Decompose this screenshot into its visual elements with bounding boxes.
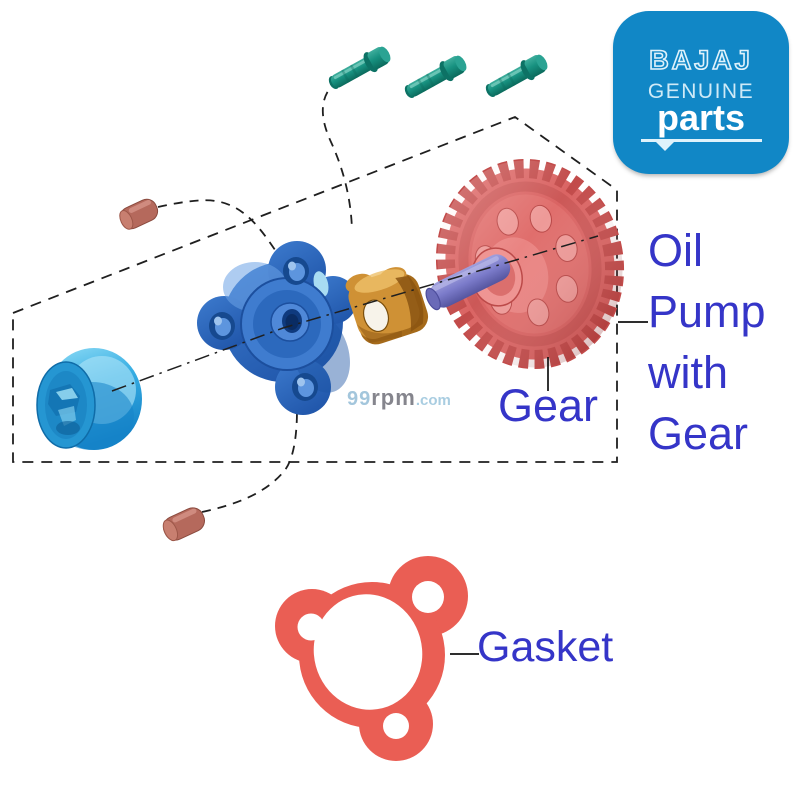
logo-underline bbox=[641, 139, 762, 142]
dowel-pin-bottom bbox=[162, 507, 205, 542]
logo-brand-text: BAJAJ bbox=[648, 44, 753, 76]
watermark-part: rpm bbox=[371, 385, 416, 410]
watermark-part: 99 bbox=[347, 388, 372, 410]
pump-cover-bolt-hole-bottom bbox=[292, 373, 318, 401]
logo-arrow-icon bbox=[655, 141, 675, 151]
watermark-part: .com bbox=[415, 392, 451, 409]
gasket-label: Gasket bbox=[477, 623, 614, 671]
pump-cover-bolt-hole-left bbox=[209, 312, 235, 340]
mounting-screw-2 bbox=[404, 55, 467, 99]
gasket-bolt-hole bbox=[412, 581, 444, 613]
logo-parts-text: parts bbox=[656, 97, 746, 138]
main-part-label: Oil Pump with Gear bbox=[648, 220, 766, 464]
gasket bbox=[275, 556, 468, 761]
watermark: 99rpm.com bbox=[347, 385, 451, 411]
logo-genuine-text: GENUINE bbox=[647, 80, 755, 103]
dowel-pin-bottom-leader-line bbox=[201, 409, 298, 513]
bajaj-genuine-parts-logo: BAJAJ GENUINE parts bbox=[613, 11, 789, 174]
screw-leader-line bbox=[321, 79, 353, 231]
center-axis-line bbox=[111, 235, 599, 392]
main-part-label-line: Oil bbox=[648, 225, 703, 276]
outer-rotor bbox=[36, 348, 142, 450]
gear-label: Gear bbox=[498, 380, 599, 431]
pump-gear bbox=[435, 158, 625, 370]
main-part-label-line: with bbox=[648, 347, 729, 398]
pump-cover bbox=[197, 241, 357, 415]
mounting-screw-1 bbox=[328, 46, 391, 90]
main-part-label-line: Pump bbox=[648, 286, 766, 337]
mounting-screw-3 bbox=[485, 54, 548, 98]
assembly-dashed-outline bbox=[12, 115, 618, 463]
pump-cover-bolt-hole-top bbox=[283, 257, 309, 285]
dowel-pin-top bbox=[119, 198, 159, 230]
gasket-bolt-hole bbox=[383, 713, 409, 739]
dowel-pin-top-leader-line bbox=[157, 199, 282, 260]
main-part-label-line: Gear bbox=[648, 408, 749, 459]
inner-rotor bbox=[345, 267, 429, 345]
gasket-bolt-hole bbox=[297, 613, 325, 641]
